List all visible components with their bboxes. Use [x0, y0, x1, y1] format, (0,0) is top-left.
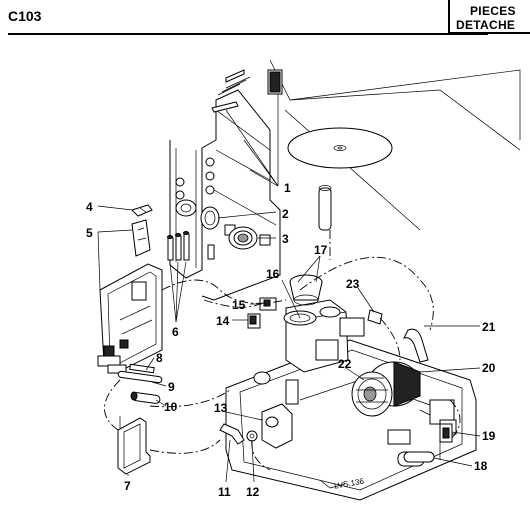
part-5-latch — [131, 219, 151, 257]
callout-13: 13 — [214, 401, 228, 415]
turntable-plate — [287, 127, 393, 169]
callout-2: 2 — [282, 207, 289, 221]
part-7-handle — [117, 416, 151, 475]
callout-1: 1 — [284, 181, 291, 195]
callout-9: 9 — [168, 380, 175, 394]
part-17-cap — [289, 274, 323, 306]
callout-10: 10 — [164, 400, 178, 414]
part-13-bracket — [253, 371, 299, 449]
part-3-knob — [228, 226, 258, 250]
callout-labels: 1 2 3 4 5 6 7 8 9 10 11 12 13 14 15 16 1… — [86, 181, 496, 499]
callout-8: 8 — [156, 351, 163, 365]
callout-19: 19 — [482, 429, 496, 443]
callout-15: 15 — [232, 298, 246, 312]
callout-22: 22 — [338, 357, 352, 371]
callout-14: 14 — [216, 314, 230, 328]
part-4-clip — [131, 204, 153, 217]
title-line-1: PIECES — [470, 4, 516, 18]
callout-5: 5 — [86, 226, 93, 240]
callout-20: 20 — [482, 361, 496, 375]
callout-16: 16 — [266, 267, 280, 281]
plate-coupler — [318, 185, 332, 231]
callout-17: 17 — [314, 243, 328, 257]
callout-3: 3 — [282, 232, 289, 246]
door-frame — [97, 263, 163, 374]
part-11-tube — [219, 423, 245, 445]
callout-18: 18 — [474, 459, 488, 473]
header-rule — [8, 33, 488, 35]
callout-7: 7 — [124, 479, 131, 493]
part-6-rods — [167, 231, 190, 261]
part-2-spring — [200, 206, 220, 230]
part-15-switch — [259, 297, 277, 311]
callout-4: 4 — [86, 200, 93, 214]
part-10-spring — [130, 391, 161, 404]
section-code: C103 — [8, 8, 42, 24]
part-21-hose — [403, 328, 429, 363]
assembly-lines — [104, 230, 461, 471]
callout-23: 23 — [346, 277, 360, 291]
leader-lines — [97, 94, 481, 483]
callout-21: 21 — [482, 320, 496, 334]
part-9-rod — [117, 370, 163, 384]
part-14-switch — [247, 313, 261, 329]
part-22-fan — [351, 371, 393, 417]
top-clips — [211, 69, 283, 113]
part-19-terminal — [439, 423, 453, 443]
part-18-bar — [403, 451, 435, 463]
callout-11: 11 — [218, 485, 231, 499]
callout-12: 12 — [246, 485, 260, 499]
part-23-clip — [367, 309, 383, 325]
control-panel-frame — [169, 76, 281, 301]
part-8-pin — [129, 363, 155, 374]
title-line-2: DETACHE — [456, 18, 516, 32]
callout-6: 6 — [172, 325, 179, 339]
title-box: PIECES DETACHE — [448, 0, 530, 34]
part-12-nut — [246, 430, 258, 442]
